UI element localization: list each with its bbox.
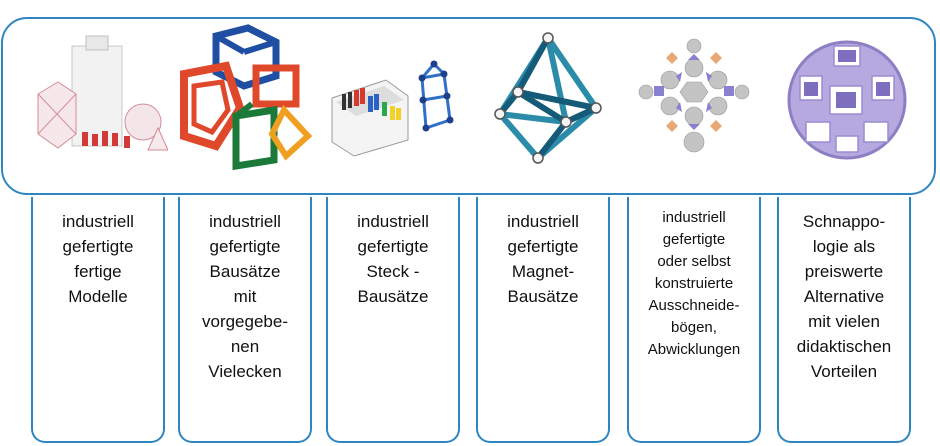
magnet-kit-photo (478, 24, 616, 174)
card-magnet-kits-label: industriell gefertigte Magnet- Bausätze (507, 212, 579, 306)
card-cutout-nets-label: industriell gefertigte oder selbst konst… (647, 209, 741, 358)
snappology-photo (780, 24, 914, 174)
card-finished-models-label: industriell gefertigte fertige Modelle (62, 212, 134, 306)
polygon-kit-photo (176, 24, 316, 174)
card-snappology-label: Schnappo- logie als preiswerte Alternati… (796, 212, 892, 381)
cutout-net-photo (632, 24, 756, 174)
card-cutout-nets: industriell gefertigte oder selbst konst… (627, 197, 761, 443)
card-polygon-kits-label: industriell gefertigte Bausätze mit vorg… (201, 212, 288, 381)
pictures-banner (1, 17, 936, 195)
finished-models-photo (28, 24, 168, 174)
card-plug-kits-label: industriell gefertigte Steck - Bausätze (357, 212, 429, 306)
card-snappology: Schnappo- logie als preiswerte Alternati… (777, 197, 911, 443)
card-finished-models: industriell gefertigte fertige Modelle (31, 197, 165, 443)
plug-kit-photo (322, 24, 466, 174)
card-plug-kits: industriell gefertigte Steck - Bausätze (326, 197, 460, 443)
card-polygon-kits: industriell gefertigte Bausätze mit vorg… (178, 197, 312, 443)
card-magnet-kits: industriell gefertigte Magnet- Bausätze (476, 197, 610, 443)
